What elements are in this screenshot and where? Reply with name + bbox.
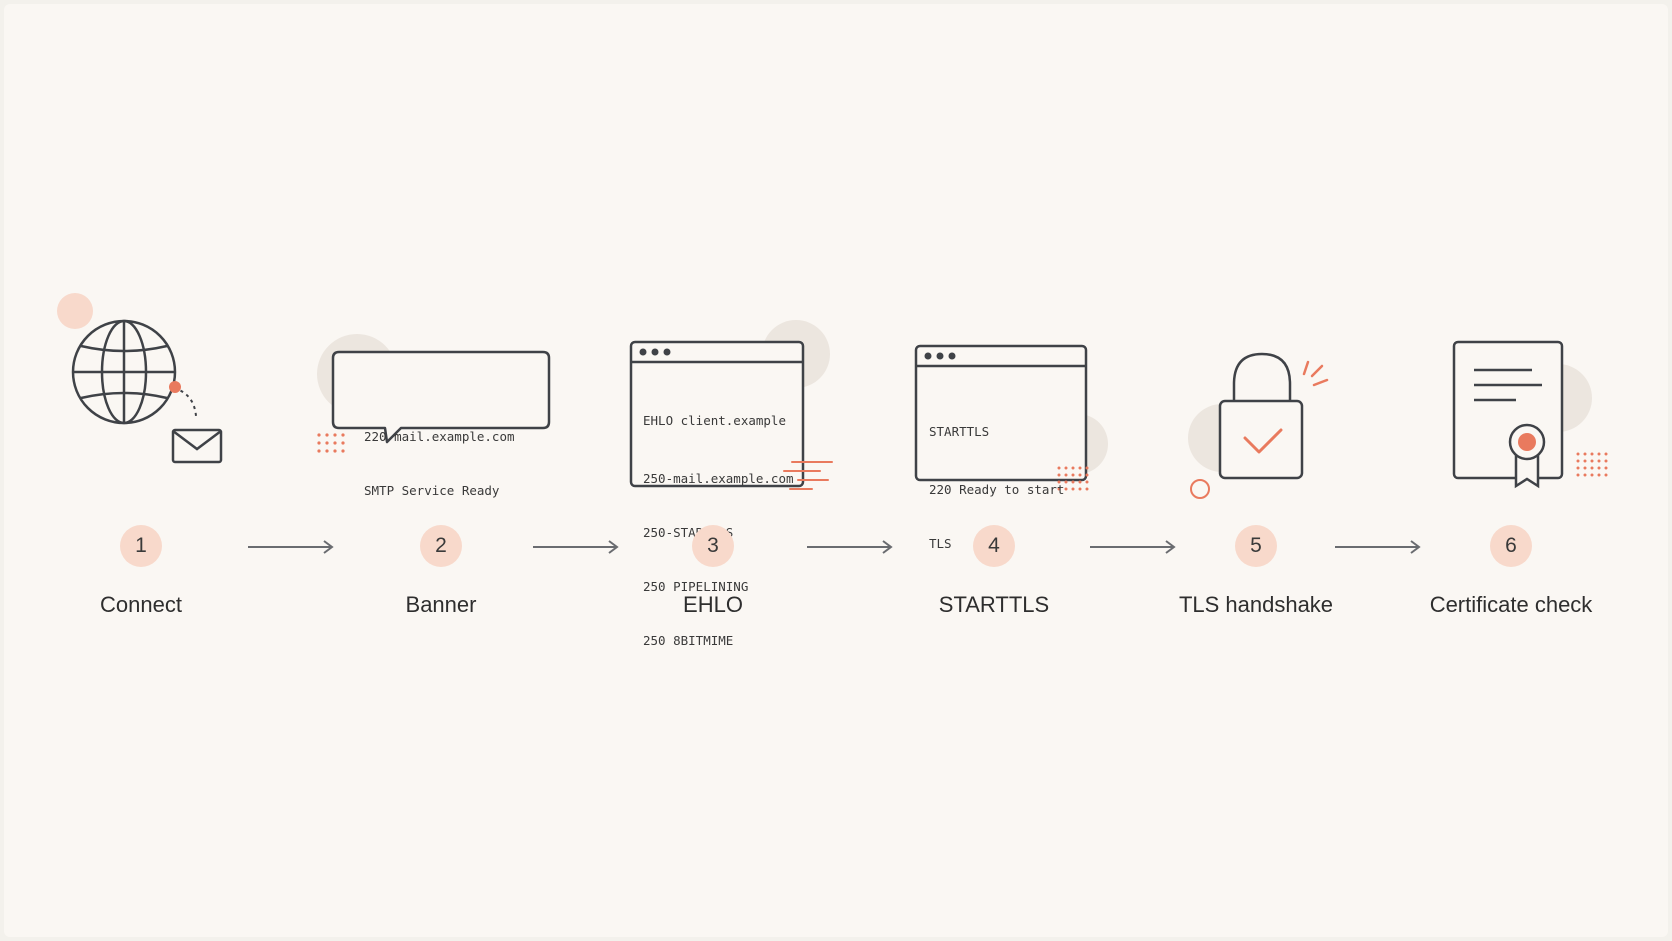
step-number-2: 2 (420, 525, 462, 567)
certificate-icon (1452, 340, 1608, 489)
step-number-3: 3 (692, 525, 734, 567)
starttls-text: STARTTLS 220 Ready to start TLS (929, 387, 1064, 589)
step-number-4: 4 (973, 525, 1015, 567)
step-label-starttls: STARTTLS (938, 592, 1050, 617)
ehlo-line: 250 8BITMIME (643, 633, 734, 648)
step-label-tls-handshake: TLS handshake (1178, 592, 1334, 617)
banner-text: 220 mail.example.com SMTP Service Ready (364, 392, 515, 536)
step-number-6: 6 (1490, 525, 1532, 567)
banner-line: 220 mail.example.com (364, 429, 515, 444)
step-label-certificate-check: Certificate check (1429, 592, 1593, 617)
arrow-right-icon (1090, 540, 1176, 554)
starttls-line: TLS (929, 536, 952, 551)
starttls-line: STARTTLS (929, 424, 990, 439)
step-number-5: 5 (1235, 525, 1277, 567)
padlock-check-icon (1188, 352, 1329, 499)
ehlo-line: 250 PIPELINING (643, 579, 749, 594)
diagram-canvas: 220 mail.example.com SMTP Service Ready … (4, 4, 1668, 937)
step-label-ehlo: EHLO (683, 592, 743, 617)
arrow-right-icon (1335, 540, 1421, 554)
step-label-banner: Banner (405, 592, 477, 617)
step-label-connect: Connect (100, 592, 182, 617)
terminal-window-icon (629, 320, 833, 490)
ehlo-line: EHLO client.example (643, 413, 786, 428)
arrow-right-icon (807, 540, 893, 554)
globe-envelope-icon (57, 293, 223, 464)
speech-bubble-icon (317, 334, 551, 453)
terminal-window-icon (914, 344, 1108, 491)
banner-line: SMTP Service Ready (364, 483, 500, 498)
arrow-right-icon (248, 540, 334, 554)
arrow-right-icon (533, 540, 619, 554)
ehlo-line: 250-mail.example.com (643, 471, 794, 486)
step-number-1: 1 (120, 525, 162, 567)
starttls-line: 220 Ready to start (929, 482, 1065, 497)
